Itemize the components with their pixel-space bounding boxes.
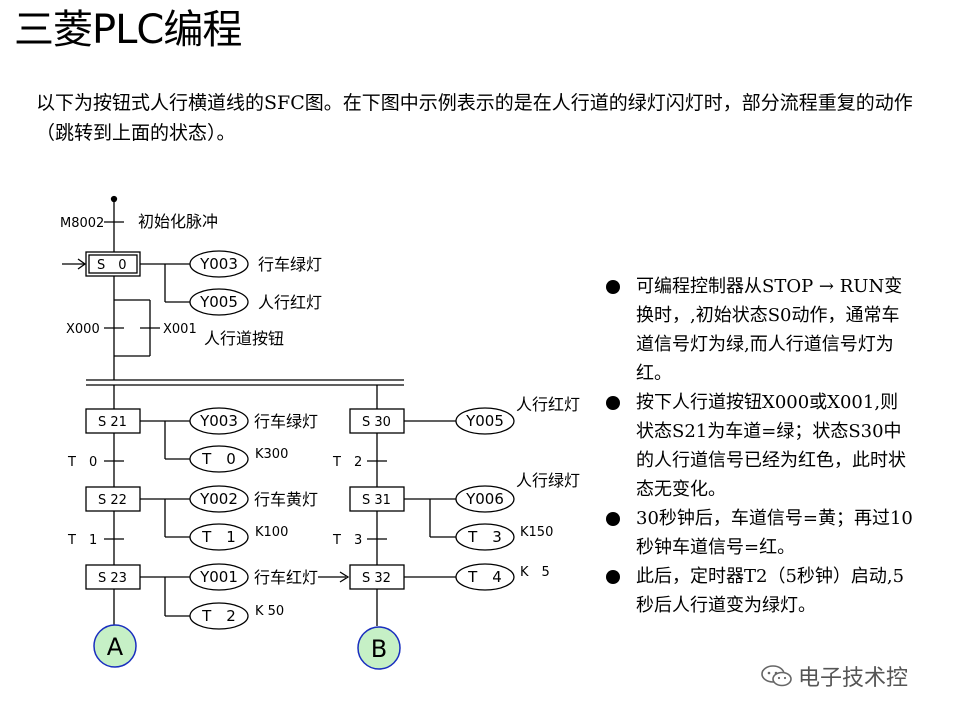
step-label-s21: S 21 — [98, 415, 127, 430]
init-pulse-label: 初始化脉冲 — [138, 212, 218, 231]
timer-ellipse-t2 — [189, 602, 249, 630]
step-label-s32: S 32 — [362, 571, 391, 586]
timer-ellipse-t4 — [455, 563, 515, 591]
output-label-y006: 人行绿灯 — [516, 471, 580, 490]
transition-label-t1: T 1 — [67, 533, 97, 548]
step-label-s31: S 31 — [362, 493, 391, 508]
bullet-icon — [606, 280, 620, 294]
output-text-y003-init: Y003 — [199, 255, 238, 273]
step-label-s22: S 22 — [98, 493, 127, 508]
page-title: 三菱PLC编程 — [14, 7, 242, 53]
initial-step-inner — [88, 254, 138, 274]
transition-label-t2: T 2 — [332, 455, 362, 470]
notes-list: 可编程控制器从STOP → RUN变换时，,初始状态S0动作，通常车道信号灯为绿… — [606, 272, 916, 620]
step-box-s21 — [85, 408, 141, 434]
output-text-y005: Y005 — [465, 412, 504, 430]
preset-k150: K150 — [520, 525, 553, 540]
intro-paragraph: 以下为按钮式人行横道线的SFC图。在下图中示例表示的是在人行道的绿灯闪灯时，部分… — [36, 92, 913, 144]
timer-text-t1: T 1 — [201, 528, 236, 546]
step-box-s30 — [349, 408, 405, 434]
connector-b-label: B — [371, 635, 387, 663]
output-ellipse-y001 — [189, 563, 249, 591]
timer-text-t4: T 4 — [467, 568, 502, 586]
preset-k50: K 50 — [255, 604, 284, 619]
x001-label: X001 — [163, 322, 197, 337]
output-ellipse-y003 — [189, 407, 249, 435]
watermark: 电子技术控 — [760, 660, 908, 692]
timer-ellipse-t1 — [189, 523, 249, 551]
output-text-y003: Y003 — [199, 412, 238, 430]
output-label-y005: 人行红灯 — [516, 395, 580, 414]
output-label-init-red: 人行红灯 — [258, 293, 322, 312]
output-text-y005-init: Y005 — [199, 293, 238, 311]
output-label-y002: 行车黄灯 — [254, 490, 318, 509]
output-text-y006: Y006 — [465, 490, 504, 508]
note-item: 可编程控制器从STOP → RUN变换时，,初始状态S0动作，通常车道信号灯为绿… — [606, 272, 916, 388]
x000-label: X000 — [66, 322, 100, 337]
preset-k300: K300 — [255, 447, 288, 462]
timer-ellipse-t3 — [455, 523, 515, 551]
output-label-y001: 行车红灯 — [254, 568, 318, 587]
m8002-label: M8002 — [60, 216, 104, 231]
watermark-text: 电子技术控 — [798, 666, 909, 691]
bullet-icon — [606, 512, 620, 526]
output-text-y001: Y001 — [199, 568, 238, 586]
wechat-icon — [761, 665, 792, 687]
timer-text-t3: T 3 — [467, 528, 502, 546]
step-label-s0: S 0 — [97, 258, 127, 273]
output-ellipse-y006 — [455, 485, 515, 513]
transition-label-t3: T 3 — [332, 533, 362, 548]
output-ellipse-y005 — [455, 407, 515, 435]
note-item: 30秒钟后，车道信号=黄；再过10秒钟车道信号=红。 — [606, 504, 916, 562]
note-item: 按下人行道按钮X000或X001,则状态S21为车道=绿；状态S30中的人行道信… — [606, 388, 916, 504]
connector-a-label: A — [107, 633, 124, 661]
output-ellipse-y002 — [189, 485, 249, 513]
output-label-init-green: 行车绿灯 — [258, 255, 322, 274]
step-label-s23: S 23 — [98, 571, 127, 586]
bullet-icon — [606, 396, 620, 410]
timer-text-t2: T 2 — [201, 607, 236, 625]
output-ellipse-y005-init — [189, 288, 249, 316]
bullet-icon — [606, 570, 620, 584]
connector-a — [93, 624, 137, 668]
preset-k5: K 5 — [520, 565, 550, 580]
output-label-y003: 行车绿灯 — [254, 412, 318, 431]
connector-b — [357, 626, 401, 670]
transition-label-t0: T 0 — [67, 455, 97, 470]
timer-ellipse-t0 — [189, 445, 249, 473]
step-label-s30: S 30 — [362, 415, 391, 430]
button-label: 人行道按钮 — [204, 329, 284, 348]
step-box-s23 — [85, 564, 141, 590]
note-item: 此后，定时器T2（5秒钟）启动,5秒后人行道变为绿灯。 — [606, 562, 916, 620]
preset-k100: K100 — [255, 525, 288, 540]
output-text-y002: Y002 — [199, 490, 238, 508]
output-ellipse-y003-init — [189, 250, 249, 278]
timer-text-t0: T 0 — [201, 450, 236, 468]
